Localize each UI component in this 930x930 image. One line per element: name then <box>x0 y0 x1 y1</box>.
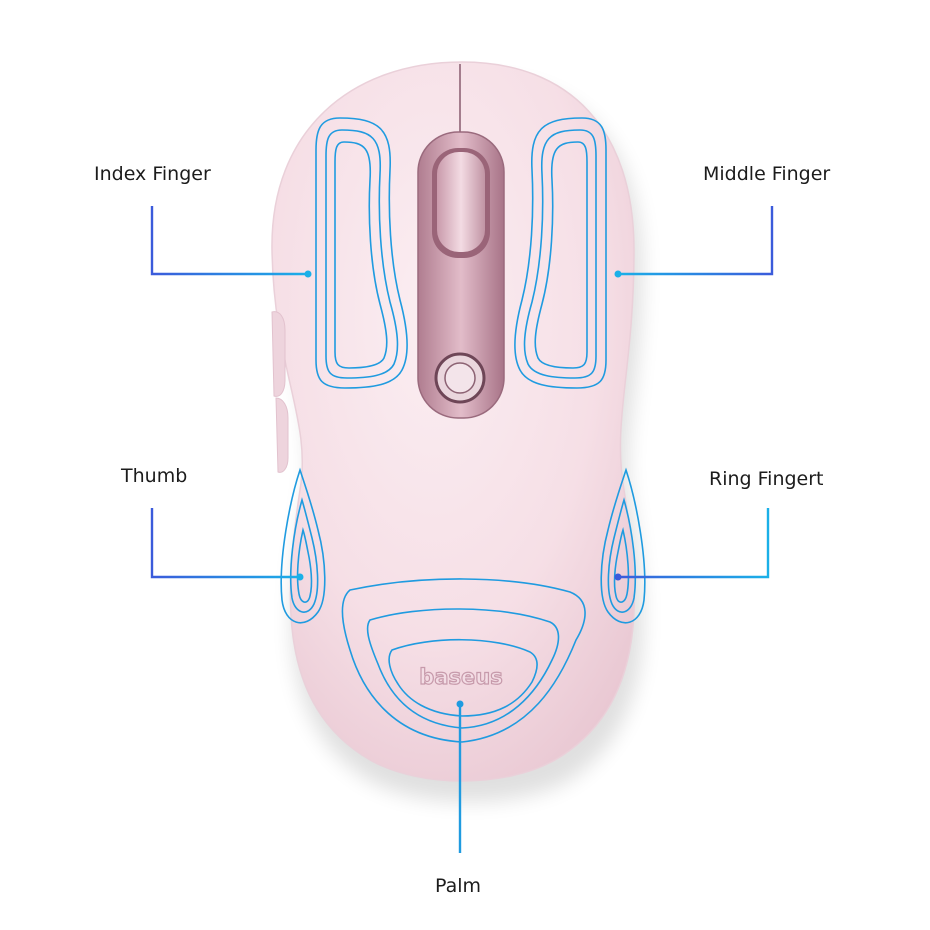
callout-index-finger <box>150 206 312 278</box>
side-buttons <box>271 311 286 397</box>
callout-palm <box>456 700 464 853</box>
index-finger-contour <box>315 117 408 389</box>
callout-ring-finger <box>614 508 770 581</box>
middle-finger-contour <box>514 117 607 389</box>
callout-thumb <box>150 508 304 581</box>
ring-finger-contour <box>600 467 646 624</box>
label-thumb: Thumb <box>121 465 188 487</box>
brand-logo: baseus <box>419 665 502 689</box>
palm-contour <box>341 578 586 743</box>
label-middle-finger: Middle Finger <box>703 163 831 185</box>
callout-middle-finger <box>614 206 774 278</box>
label-ring-finger: Ring Fingert <box>709 468 824 490</box>
thumb-contour <box>280 467 326 624</box>
mouse-body <box>271 61 636 782</box>
label-palm: Palm <box>435 875 482 897</box>
scroll-wheel <box>437 152 485 252</box>
label-index-finger: Index Finger <box>94 163 211 185</box>
